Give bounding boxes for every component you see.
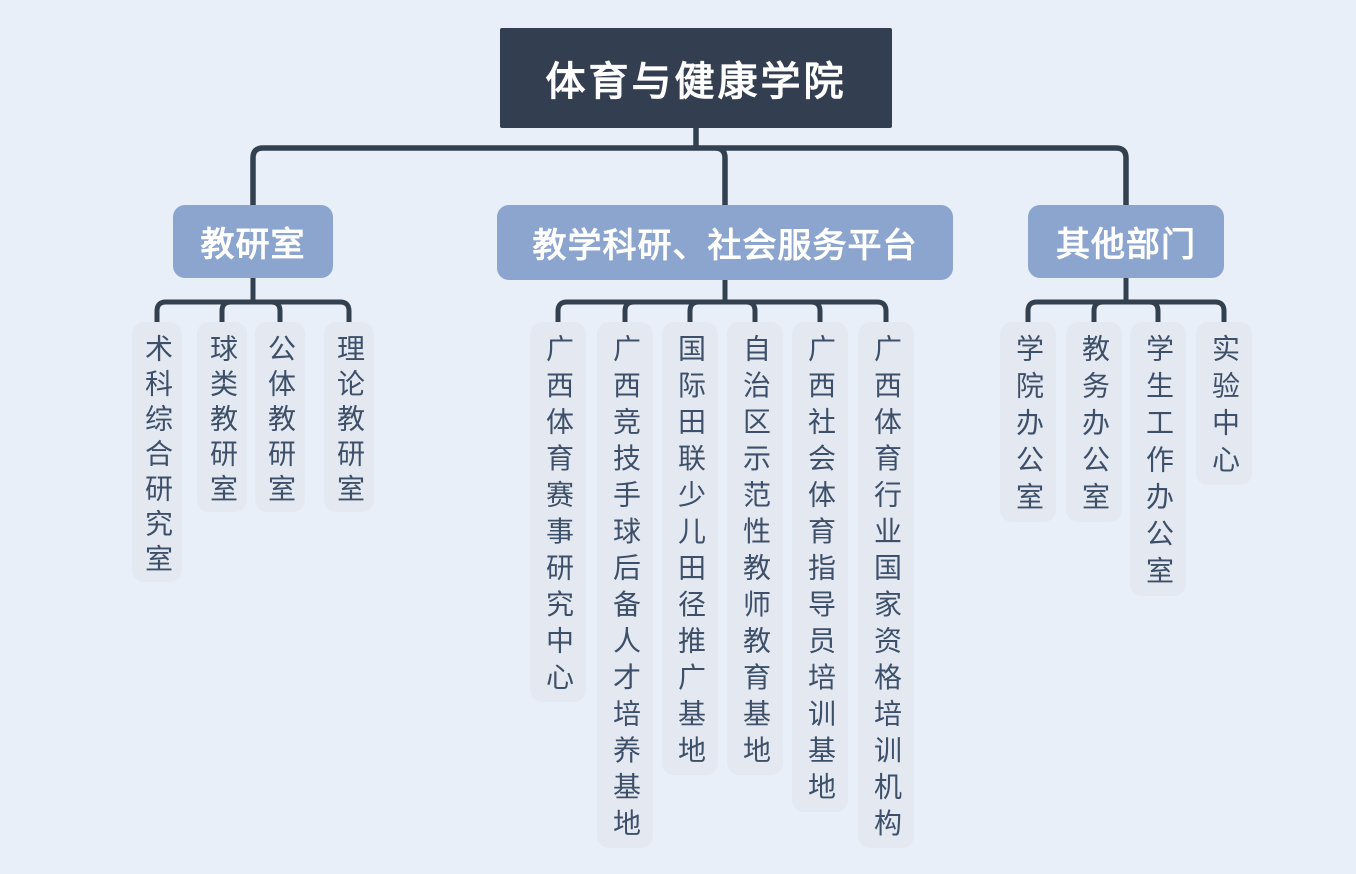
leaf-label: 广西体育赛事研究中心 [543,334,574,699]
leaf-label: 术科综合研究室 [142,334,173,579]
leaf-label: 球类教研室 [207,334,238,509]
org-node-root: 体育与健康学院 [500,28,892,128]
leaf-label: 学生工作办公室 [1143,334,1174,593]
leaf-node: 学院办公室 [1000,322,1056,522]
leaf-node: 公体教研室 [255,322,305,512]
branch-node-teaching-research-offices: 教研室 [173,205,333,278]
leaf-node: 球类教研室 [197,322,247,512]
leaf-node: 广西体育行业国家资格培训机构 [858,322,914,848]
leaf-label: 广西社会体育指导员培训基地 [805,334,836,809]
leaf-node: 国际田联少儿田径推广基地 [662,322,718,775]
leaf-label: 国际田联少儿田径推广基地 [675,334,706,772]
leaf-label: 学院办公室 [1013,334,1044,519]
leaf-label: 广西体育行业国家资格培训机构 [871,334,902,845]
leaf-node: 广西竞技手球后备人才培养基地 [597,322,653,848]
leaf-label: 教务办公室 [1079,334,1110,519]
leaf-label: 理论教研室 [334,334,365,509]
leaf-node: 教务办公室 [1066,322,1122,522]
leaf-node: 学生工作办公室 [1130,322,1186,596]
leaf-node: 术科综合研究室 [132,322,182,582]
leaf-node: 实验中心 [1196,322,1252,485]
leaf-node: 广西体育赛事研究中心 [530,322,586,702]
branch-node-service-platforms: 教学科研、社会服务平台 [497,205,953,280]
leaf-label: 公体教研室 [265,334,296,509]
branch-node-other-departments: 其他部门 [1028,205,1224,278]
leaf-node: 理论教研室 [324,322,374,512]
leaf-node: 自治区示范性教师教育基地 [727,322,783,775]
leaf-label: 广西竞技手球后备人才培养基地 [610,334,641,845]
leaf-label: 自治区示范性教师教育基地 [740,334,771,772]
leaf-node: 广西社会体育指导员培训基地 [792,322,848,812]
leaf-label: 实验中心 [1209,334,1240,482]
